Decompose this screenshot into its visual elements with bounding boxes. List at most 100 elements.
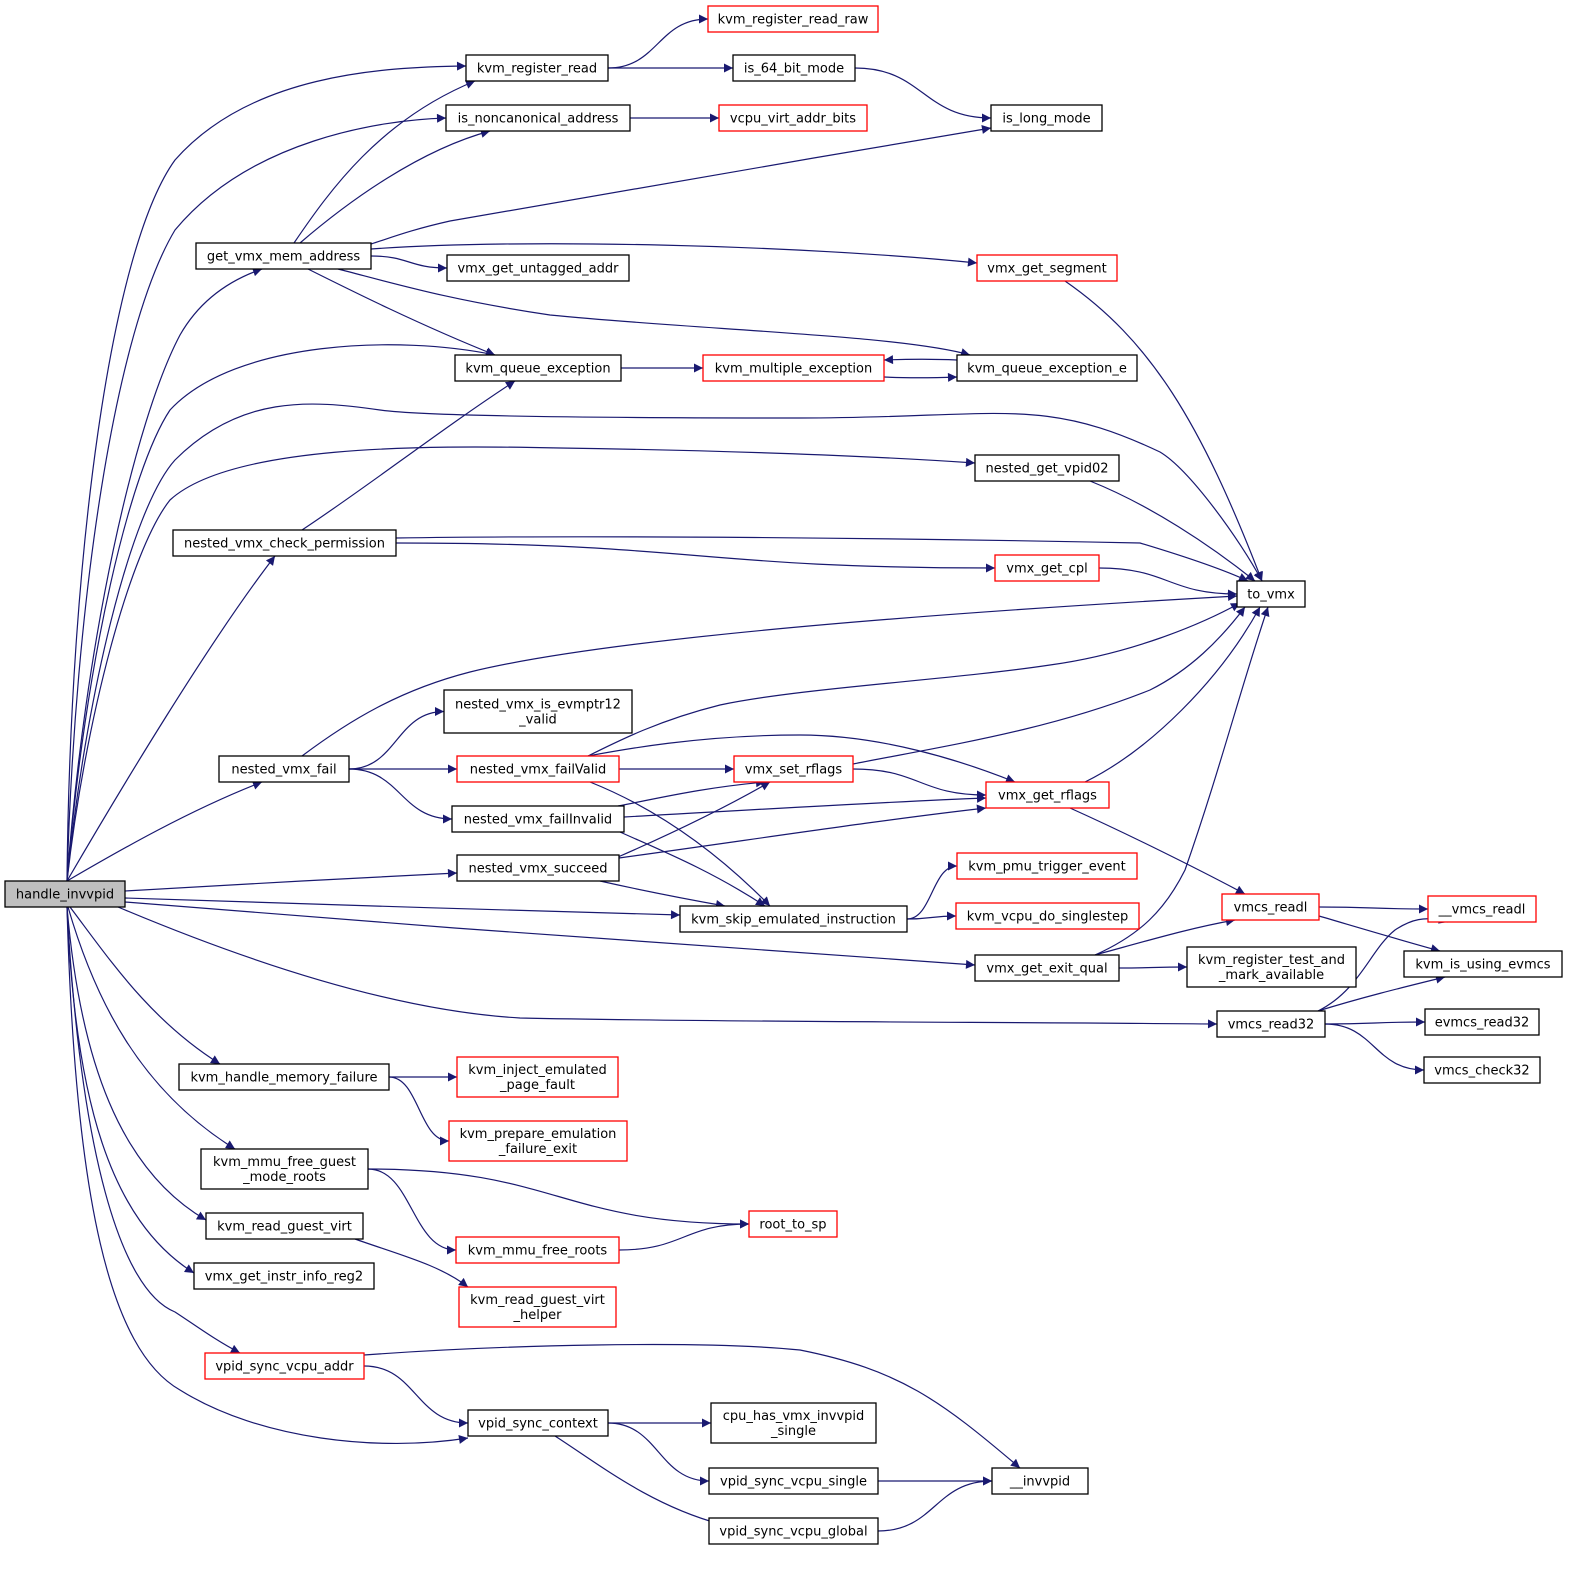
node-box: [956, 852, 1138, 880]
node-kvm-queue-exception[interactable]: kvm_queue_exception: [454, 354, 622, 382]
node-kvm-register-read[interactable]: kvm_register_read: [465, 54, 609, 82]
node-label: kvm_vcpu_do_singlestep: [967, 910, 1129, 925]
edge-vmx_get_segment-to-to_vmx: [1064, 280, 1263, 582]
edge-handle_invvpid-to-vmcs_read32: [117, 906, 1218, 1029]
node-box: [1186, 946, 1357, 988]
edge-handle_invvpid-to-vpid_sync_vcpu_addr: [66, 906, 241, 1354]
node-vmx-get-cpl[interactable]: vmx_get_cpl: [994, 554, 1100, 582]
node-vmx-get-exit-qual[interactable]: vmx_get_exit_qual: [974, 954, 1120, 982]
node-label: get_vmx_mem_address: [207, 250, 361, 265]
node-to-vmx[interactable]: to_vmx: [1236, 580, 1306, 608]
edge-vmx_get_exit_qual-to-kvm_register_test_and_mark_available: [1118, 962, 1188, 972]
node-kvm-read-guest-virt[interactable]: kvm_read_guest_virt: [205, 1212, 364, 1240]
node-box: [976, 254, 1118, 282]
edge-vpid_sync_context-to-vpid_sync_vcpu_single: [607, 1422, 710, 1486]
node-nested-vmx-succeed[interactable]: nested_vmx_succeed: [456, 854, 620, 882]
edge-nested_vmx_failValid-to-kvm_skip_emulated_instruction: [589, 781, 771, 907]
node-invvpid[interactable]: __invvpid: [991, 1467, 1089, 1495]
edge-kvm_mmu_free_guest_mode_roots-to-root_to_sp: [367, 1168, 750, 1229]
edge-nested_vmx_fail-to-nested_vmx_failInvalid: [348, 768, 453, 824]
node-kvm-vcpu-do-singlestep[interactable]: kvm_vcpu_do_singlestep: [955, 902, 1140, 930]
node-handle-invvpid[interactable]: handle_invvpid: [4, 880, 126, 908]
node-nested-vmx-check-permission[interactable]: nested_vmx_check_permission: [172, 529, 397, 557]
node-nested-vmx-fail[interactable]: nested_vmx_fail: [218, 755, 350, 783]
node-box: [458, 1286, 617, 1328]
node-kvm-is-using-evmcs[interactable]: kvm_is_using_evmcs: [1403, 950, 1563, 978]
node-kvm-skip-emulated-instruction[interactable]: kvm_skip_emulated_instruction: [679, 905, 908, 933]
node-is-noncanonical-address[interactable]: is_noncanonical_address: [445, 104, 631, 132]
node-vpid-sync-vcpu-single[interactable]: vpid_sync_vcpu_single: [708, 1467, 879, 1495]
node-box: [193, 1262, 375, 1290]
node-label: nested_vmx_failValid: [470, 763, 607, 778]
node-kvm-multiple-exception[interactable]: kvm_multiple_exception: [702, 354, 885, 382]
edge-vmx_get_exit_qual-to-to_vmx: [1094, 606, 1270, 956]
node-vmx-get-rflags[interactable]: vmx_get_rflags: [985, 781, 1110, 809]
node-kvm-prepare-emulation-failure-exit[interactable]: kvm_prepare_emulation_failure_exit: [448, 1120, 628, 1162]
node-vmcs-check32[interactable]: vmcs_check32: [1423, 1056, 1541, 1084]
node-get-vmx-mem-address[interactable]: get_vmx_mem_address: [195, 242, 372, 270]
edge-vmx_get_rflags-to-vmcs_readl: [1069, 807, 1246, 895]
node-cpu-has-vmx-invvpid-single[interactable]: cpu_has_vmx_invvpid_single: [710, 1402, 877, 1444]
node-nested-get-vpid02[interactable]: nested_get_vpid02: [974, 454, 1120, 482]
node-label: vmx_get_untagged_addr: [457, 262, 619, 277]
node-box: [1403, 950, 1563, 978]
node-box: [1423, 1056, 1541, 1084]
node-box: [204, 1352, 365, 1380]
node-vpid-sync-context[interactable]: vpid_sync_context: [467, 1409, 609, 1437]
node-kvm-read-guest-virt-helper[interactable]: kvm_read_guest_virt_helper: [458, 1286, 617, 1328]
edge-handle_invvpid-to-get_vmx_mem_address: [66, 267, 263, 882]
edge-vmcs_readl-to-__vmcs_readl: [1318, 904, 1429, 914]
node-box: [443, 689, 633, 734]
edge-handle_invvpid-to-to_vmx: [66, 403, 1263, 882]
node-label: kvm_handle_memory_failure: [190, 1071, 377, 1086]
node-kvm-register-test-and-mark-available[interactable]: kvm_register_test_and_mark_available: [1186, 946, 1357, 988]
node-kvm-inject-emulated-page-fault[interactable]: kvm_inject_emulated_page_fault: [456, 1056, 619, 1098]
node-box: [710, 1402, 877, 1444]
node-vmcs-read32[interactable]: vmcs_read32: [1216, 1010, 1326, 1038]
edge-vmx_set_rflags-to-to_vmx: [852, 606, 1246, 765]
edge-vmx_get_rflags-to-to_vmx: [1084, 606, 1261, 783]
node-vpid-sync-vcpu-global[interactable]: vpid_sync_vcpu_global: [708, 1517, 879, 1545]
node-label: _failure_exit: [498, 1142, 577, 1157]
edge-nested_vmx_failValid-to-vmx_get_rflags: [587, 734, 1016, 783]
node-kvm-mmu-free-roots[interactable]: kvm_mmu_free_roots: [455, 1236, 620, 1264]
node-evmcs-read32[interactable]: evmcs_read32: [1424, 1008, 1540, 1036]
edge-handle_invvpid-to-kvm_register_read: [66, 61, 467, 882]
node-vmcs-readl[interactable]: __vmcs_readl: [1427, 895, 1537, 923]
node-kvm-register-read-raw[interactable]: kvm_register_read_raw: [707, 5, 879, 33]
node-vmx-get-untagged-addr[interactable]: vmx_get_untagged_addr: [446, 254, 630, 282]
edge-nested_vmx_succeed-to-vmx_get_rflags: [618, 804, 987, 859]
node-label: kvm_mmu_free_roots: [468, 1244, 608, 1259]
node-label: kvm_queue_exception: [465, 362, 610, 377]
edge-nested_vmx_check_permission-to-vmx_get_cpl: [395, 542, 996, 573]
node-root-to-sp[interactable]: root_to_sp: [748, 1210, 838, 1238]
node-nested-vmx-is-evmptr12-valid[interactable]: nested_vmx_is_evmptr12_valid: [443, 689, 633, 734]
node-vpid-sync-vcpu-addr[interactable]: vpid_sync_vcpu_addr: [204, 1352, 365, 1380]
node-vmx-set-rflags[interactable]: vmx_set_rflags: [733, 755, 854, 783]
node-label: nested_vmx_is_evmptr12: [455, 698, 621, 713]
node-box: [4, 880, 126, 908]
node-box: [679, 905, 908, 933]
edge-kvm_queue_exception_e-to-kvm_multiple_exception: [883, 355, 958, 365]
node-vmx-get-segment[interactable]: vmx_get_segment: [976, 254, 1118, 282]
node-vcpu-virt-addr-bits[interactable]: vcpu_virt_addr_bits: [718, 104, 868, 132]
node-box: [445, 104, 631, 132]
edge-kvm_mmu_free_roots-to-root_to_sp: [618, 1219, 750, 1251]
node-kvm-pmu-trigger-event[interactable]: kvm_pmu_trigger_event: [956, 852, 1138, 880]
node-vmx-get-instr-info-reg2[interactable]: vmx_get_instr_info_reg2: [193, 1262, 375, 1290]
node-label: handle_invvpid: [16, 888, 114, 903]
node-box: [178, 1063, 390, 1091]
node-box: [707, 5, 879, 33]
node-nested-vmx-failInvalid[interactable]: nested_vmx_failInvalid: [451, 805, 625, 833]
edges-layer: [66, 14, 1449, 1532]
node-vmcs-readl[interactable]: vmcs_readl: [1221, 893, 1320, 921]
edge-handle_invvpid-to-kvm_read_guest_virt: [66, 906, 207, 1221]
node-kvm-handle-memory-failure[interactable]: kvm_handle_memory_failure: [178, 1063, 390, 1091]
node-kvm-queue-exception-e[interactable]: kvm_queue_exception_e: [956, 354, 1138, 382]
node-is-long-mode[interactable]: is_long_mode: [990, 104, 1103, 132]
node-is-64-bit-mode[interactable]: is_64_bit_mode: [732, 54, 856, 82]
node-nested-vmx-failValid[interactable]: nested_vmx_failValid: [456, 755, 620, 783]
node-box: [994, 554, 1100, 582]
node-kvm-mmu-free-guest-mode-roots[interactable]: kvm_mmu_free_guest_mode_roots: [200, 1148, 369, 1190]
edge-nested_get_vpid02-to-to_vmx: [1089, 480, 1256, 582]
